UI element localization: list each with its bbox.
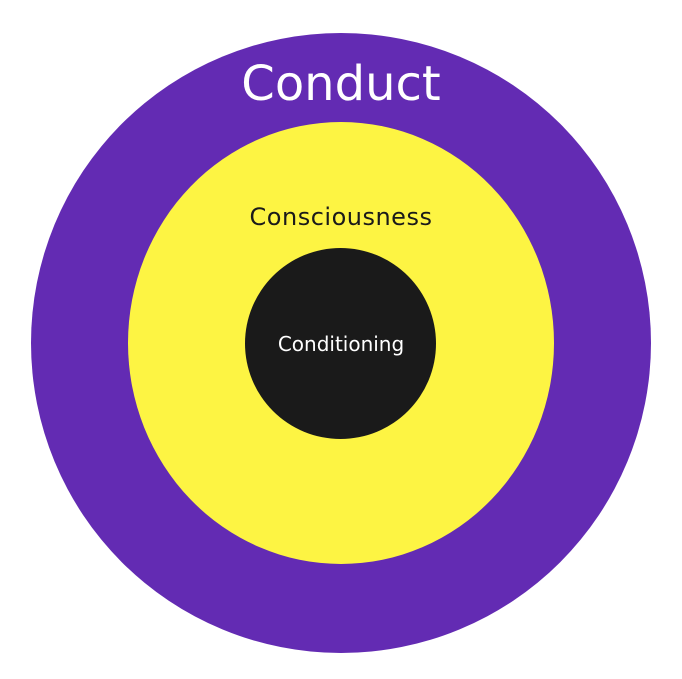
- inner-circle-conditioning: [245, 248, 436, 439]
- conduct-label: Conduct: [241, 56, 441, 112]
- consciousness-label: Consciousness: [249, 203, 433, 231]
- conditioning-label: Conditioning: [277, 332, 405, 356]
